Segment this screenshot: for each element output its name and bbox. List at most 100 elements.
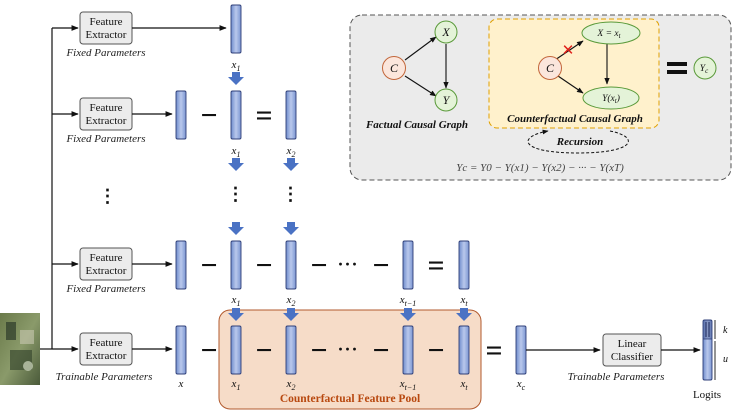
label-x2: x2 [286, 145, 296, 159]
label-x1: x1 [231, 294, 241, 308]
label-x: x [178, 378, 184, 390]
minus-operator: − [255, 249, 272, 282]
feature-extractor-label: Extractor [86, 350, 127, 362]
label-xtm1: xt−1 [399, 378, 417, 392]
equals-operator: = [427, 249, 444, 282]
vertical-ellipsis: ⋮ [282, 184, 301, 204]
fixed-parameters-label: Fixed Parameters [65, 133, 145, 145]
trainable-parameters-label: Trainable Parameters [568, 371, 665, 383]
feature-extractor-label: Feature [90, 337, 123, 349]
blue-down-arrows [228, 72, 472, 321]
node-yc [693, 56, 717, 80]
causal-graph-panel: C X Y Factual Causal Graph C X = xt Y(xt… [349, 14, 732, 181]
fixed-parameters-label: Fixed Parameters [65, 47, 145, 59]
feature-labels: x1 x1 x2 x1 x2 xt−1 xt x x1 x2 xt−1 xt x… [178, 59, 526, 392]
vertical-ellipsis: ⋮ [227, 184, 246, 204]
feature-extractor-row1: Feature Extractor Fixed Parameters [65, 11, 227, 59]
node-c [538, 56, 562, 80]
row-ellipsis: ⋮ [99, 186, 118, 206]
trunk-lines [40, 25, 79, 352]
feature-extractor-row3: Feature Extractor Fixed Parameters [65, 247, 173, 295]
operators: − = − − − ··· − = − − − ··· − − = ⋮ ⋮ [200, 99, 502, 367]
feature-bar-x1 [230, 90, 242, 140]
minus-operator: − [372, 334, 389, 367]
pool-box [218, 309, 482, 410]
logits-u-label: u [723, 354, 728, 365]
node-y [434, 88, 458, 112]
factual-causal-graph: C X Y Factual Causal Graph [365, 20, 468, 131]
pool-label: Counterfactual Feature Pool [280, 393, 420, 405]
trainable-parameters-label: Trainable Parameters [56, 371, 153, 383]
minus-operator: − [255, 334, 272, 367]
label-xtm1: xt−1 [399, 294, 417, 308]
counterfactual-feature-pool: Counterfactual Feature Pool [218, 309, 482, 410]
counterfactual-caption: Counterfactual Causal Graph [507, 113, 643, 125]
horizontal-ellipsis: ··· [337, 339, 358, 359]
feature-extractor-row2: Feature Extractor Fixed Parameters [65, 97, 173, 145]
label-xt: xt [459, 294, 468, 308]
minus-operator: − [200, 99, 217, 132]
feature-bar-x [175, 325, 187, 375]
feature-bar-x2 [285, 90, 297, 140]
label-x2: x2 [286, 378, 296, 392]
minus-operator: − [310, 249, 327, 282]
horizontal-ellipsis: ··· [337, 254, 358, 274]
feature-bar-x2 [285, 240, 297, 290]
down-arrow-icon [283, 308, 299, 321]
feature-extractor-label: Feature [90, 16, 123, 28]
node-y-xt [582, 86, 640, 110]
label-x1: x1 [231, 378, 241, 392]
recursion-loop [527, 129, 629, 154]
factual-caption: Factual Causal Graph [365, 119, 468, 131]
down-arrow-icon [283, 158, 299, 171]
feature-extractor-label: Feature [90, 252, 123, 264]
equals-operator: = [485, 334, 502, 367]
feature-bar-xc [515, 325, 527, 375]
minus-operator: − [427, 334, 444, 367]
minus-operator: − [200, 249, 217, 282]
node-c [382, 56, 406, 80]
minus-operator: − [310, 334, 327, 367]
down-arrow-icon [400, 308, 416, 321]
down-arrow-icon [228, 158, 244, 171]
label-xt: xt [459, 378, 468, 392]
feature-bar-input [175, 240, 187, 290]
feature-bar-x1 [230, 4, 242, 54]
down-arrow-icon [456, 308, 472, 321]
equals-operator [667, 62, 687, 66]
equals-operator [667, 70, 687, 74]
vertical-ellipsis: ⋮ [99, 186, 118, 206]
fixed-parameters-label: Fixed Parameters [65, 283, 145, 295]
node-y-xt-label: Y(xt) [602, 93, 620, 105]
label-x1: x1 [231, 145, 241, 159]
cut-edge-icon: ✕ [562, 41, 575, 59]
feature-bar-x1 [230, 240, 242, 290]
feature-bar-xtm1 [402, 240, 414, 290]
label-x2: x2 [286, 294, 296, 308]
down-arrow-icon [283, 222, 299, 235]
feature-bar-x1 [230, 325, 242, 375]
node-y-label: Y [443, 93, 451, 107]
feature-bar-xt [458, 325, 470, 375]
classifier-section: Linear Classifier Trainable Parameters k… [526, 319, 728, 401]
classifier-label: Classifier [611, 351, 653, 363]
down-arrow-icon [228, 222, 244, 235]
node-c-label: C [390, 61, 399, 75]
down-arrow-icon [228, 72, 244, 85]
node-x [434, 20, 458, 44]
node-c-label: C [546, 61, 555, 75]
counterfactual-equation: Yc = Y0 − Y(x1) − Y(x2) − ··· − Y(xT) [456, 162, 624, 174]
feature-bars [175, 4, 527, 375]
logits-label: Logits [693, 389, 721, 401]
counterfactual-causal-graph: C X = xt Y(xt) ✕ Counterfactual Causal G… [488, 18, 660, 129]
classifier-label: Linear [618, 338, 647, 350]
feature-extractor-label: Extractor [86, 115, 127, 127]
down-arrow-icon [228, 308, 244, 321]
label-xc: xc [516, 378, 526, 392]
label-x1: x1 [231, 59, 241, 73]
minus-operator: − [372, 249, 389, 282]
feature-extractor-label: Extractor [86, 29, 127, 41]
logits-k-label: k [723, 325, 728, 336]
feature-bar-xt [458, 240, 470, 290]
feature-extractor-row4: Feature Extractor Trainable Parameters [56, 332, 173, 383]
